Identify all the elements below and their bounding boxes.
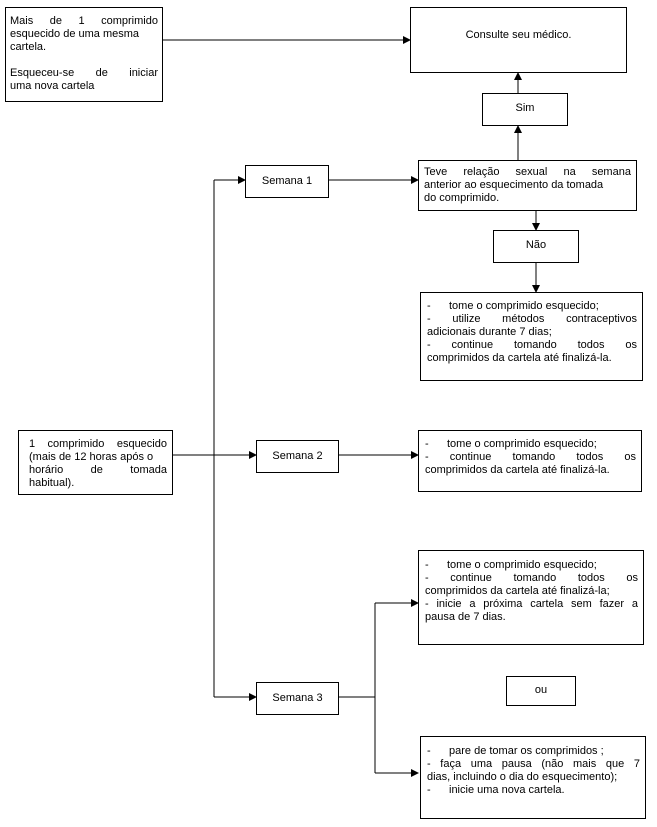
forgot-new-pack-line2: uma nova cartela <box>10 80 95 92</box>
nao-action-methods: - utilize métodos contraceptivos <box>427 313 637 325</box>
semana2-label: Semana 2 <box>272 450 323 462</box>
semana1-box: Semana 1 <box>245 165 329 198</box>
semana2-action-continue: - continue tomando todos os <box>425 451 636 463</box>
nao-action-continue-cont: comprimidos da cartela até finalizá-la. <box>427 352 612 364</box>
semana3-a-start-next-cont: pausa de 7 dias. <box>425 611 506 623</box>
semana2-box: Semana 2 <box>256 440 339 473</box>
semana2-action-take: - tome o comprimido esquecido; <box>425 438 597 450</box>
question-line1: Teve relação sexual na semana <box>424 166 631 178</box>
sim-label: Sim <box>515 102 535 114</box>
semana3-a-take: - tome o comprimido esquecido; <box>425 559 597 571</box>
semana3-b-pause: - faça uma pausa (não mais que 7 <box>427 758 640 770</box>
semana3-b-stop: - pare de tomar os comprimidos ; <box>427 745 604 757</box>
consult-doctor-label: Consulte seu médico. <box>465 29 572 41</box>
semana3-b-pause-cont: dias, incluindo o dia do esquecimento); <box>427 771 618 783</box>
nao-action-methods-cont: adicionais durante 7 dias; <box>427 326 552 338</box>
nao-label: Não <box>525 239 547 251</box>
start-box: 1 comprimido esquecido (mais de 12 horas… <box>18 430 173 495</box>
forgot-multiple-line2: esquecido de uma mesma <box>10 28 140 40</box>
ou-label: ou <box>534 684 548 696</box>
forgot-multiple-box: Mais de 1 comprimido esquecido de uma me… <box>5 7 163 102</box>
forgot-new-pack-line1: Esqueceu-se de iniciar <box>10 67 158 79</box>
semana3-option-b-box: - pare de tomar os comprimidos ; - faça … <box>420 736 646 819</box>
semana3-a-continue-cont: comprimidos da cartela até finalizá-la; <box>425 585 610 597</box>
nao-box: Não <box>493 230 579 263</box>
semana1-label: Semana 1 <box>261 175 313 187</box>
semana3-option-a-box: - tome o comprimido esquecido; - continu… <box>418 550 644 645</box>
semana3-b-new-pack: - inicie uma nova cartela. <box>427 784 565 796</box>
forgot-multiple-line1: Mais de 1 comprimido <box>10 15 158 27</box>
semana3-label: Semana 3 <box>272 692 323 704</box>
question-box: Teve relação sexual na semana anterior a… <box>418 160 637 211</box>
semana2-action-continue-cont: comprimidos da cartela até finalizá-la. <box>425 464 610 476</box>
semana3-a-start-next: - inicie a próxima cartela sem fazer a <box>425 598 638 610</box>
start-line1: 1 comprimido esquecido <box>29 438 167 450</box>
start-line2: (mais de 12 horas após o <box>29 451 154 463</box>
nao-actions-box: - tome o comprimido esquecido; - utilize… <box>420 292 643 381</box>
start-line4: habitual). <box>29 477 75 489</box>
ou-box: ou <box>506 676 576 706</box>
nao-action-continue: - continue tomando todos os <box>427 339 637 351</box>
question-line3: do comprimido. <box>424 192 500 204</box>
forgot-multiple-line3: cartela. <box>10 41 47 53</box>
sim-box: Sim <box>482 93 568 126</box>
nao-action-take: - tome o comprimido esquecido; <box>427 300 599 312</box>
start-line3: horário de tomada <box>29 464 167 476</box>
question-line2: anterior ao esquecimento da tomada <box>424 179 604 191</box>
semana2-actions-box: - tome o comprimido esquecido; - continu… <box>418 430 642 492</box>
consult-doctor-box: Consulte seu médico. <box>410 7 627 73</box>
semana3-box: Semana 3 <box>256 682 339 715</box>
semana3-a-continue: - continue tomando todos os <box>425 572 638 584</box>
